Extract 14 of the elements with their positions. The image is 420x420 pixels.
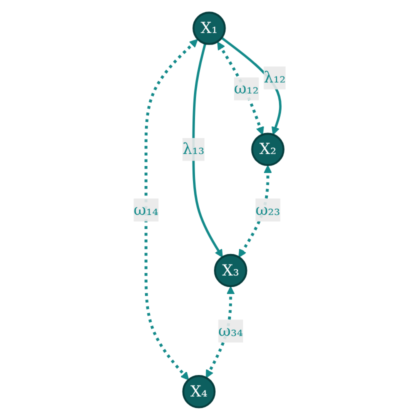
arrow	[144, 39, 198, 380]
node-circle: X₃	[214, 254, 248, 288]
arrow	[221, 36, 282, 136]
edge-label: ω₂₃	[256, 200, 281, 219]
edge-label: λ₁₃	[182, 140, 205, 158]
edge-label: ω₃₄	[218, 322, 244, 340]
arrow	[192, 43, 224, 258]
node-circle: X₂	[252, 132, 285, 166]
edge-label: ω₁₄	[134, 200, 159, 219]
edge-label: ω₁₂	[234, 79, 260, 98]
node-circle: X₁	[192, 12, 226, 45]
edge-label: λ₁₂	[264, 68, 286, 87]
node-circle: X₄	[182, 375, 216, 408]
arrow	[218, 42, 264, 136]
